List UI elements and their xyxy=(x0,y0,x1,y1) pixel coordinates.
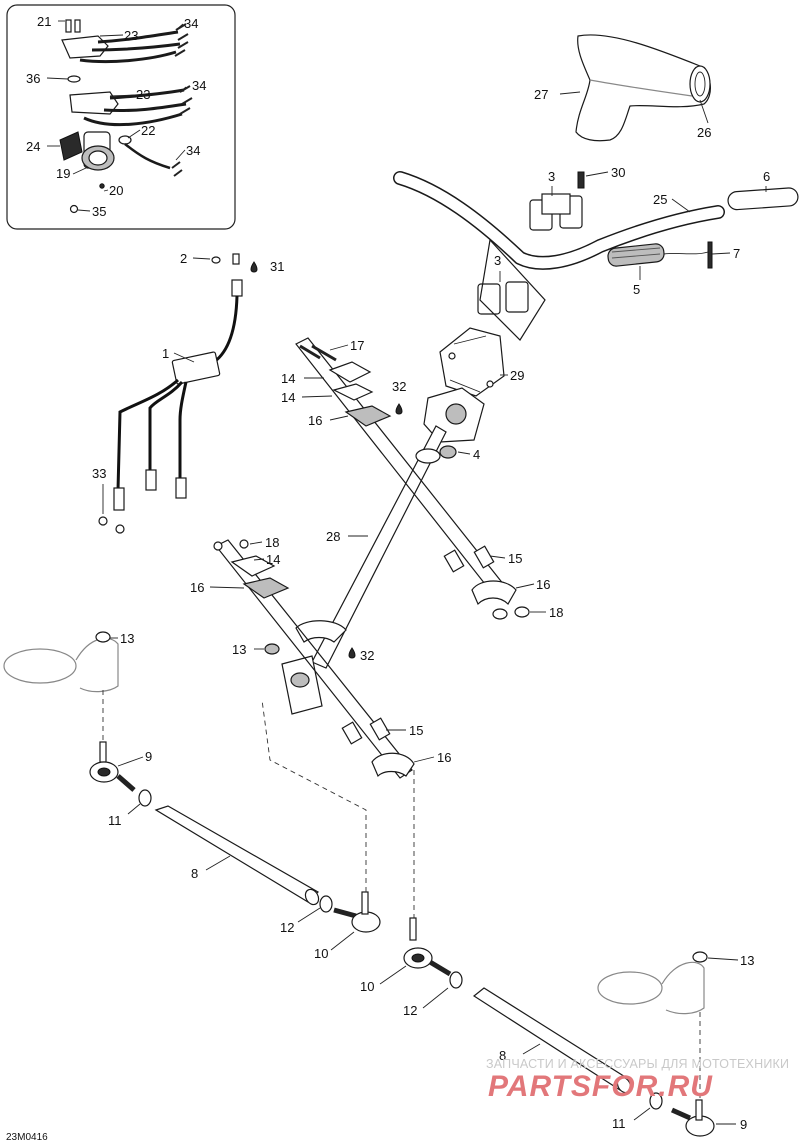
lower-rail-group: 18 14 16 15 16 xyxy=(190,535,451,779)
callout-27: 27 xyxy=(534,87,548,102)
callout-10: 10 xyxy=(314,946,328,961)
callout-25: 25 xyxy=(653,192,667,207)
callout-11: 11 xyxy=(108,813,122,828)
callout-16: 16 xyxy=(536,577,550,592)
callout-8: 8 xyxy=(499,1048,506,1063)
callout-11: 11 xyxy=(612,1116,626,1131)
callout-19: 19 xyxy=(56,166,70,181)
callout-23: 23 xyxy=(136,87,150,102)
callout-12: 12 xyxy=(280,920,294,935)
callout-13: 13 xyxy=(740,953,754,968)
callout-9: 9 xyxy=(740,1117,747,1132)
callout-9: 9 xyxy=(145,749,152,764)
callout-4: 4 xyxy=(473,447,480,462)
callout-8: 8 xyxy=(191,866,198,881)
left-tie-rod-group: 13 9 11 8 12 10 xyxy=(3,631,381,961)
callout-17: 17 xyxy=(350,338,364,353)
callout-13: 13 xyxy=(232,642,246,657)
callout-34: 34 xyxy=(186,143,200,158)
callout-12: 12 xyxy=(403,1003,417,1018)
callout-34: 34 xyxy=(184,16,198,31)
watermark-brand: PARTSFOR.RU xyxy=(488,1070,713,1103)
callout-3: 3 xyxy=(548,169,555,184)
callout-18: 18 xyxy=(549,605,563,620)
callout-2: 2 xyxy=(180,251,187,266)
callout-16: 16 xyxy=(308,413,322,428)
callout-35: 35 xyxy=(92,204,106,219)
callout-26: 26 xyxy=(697,125,711,140)
diagram-code: 23M0416 xyxy=(6,1132,48,1143)
callout-28: 28 xyxy=(326,529,340,544)
callout-10: 10 xyxy=(360,979,374,994)
callout-34: 34 xyxy=(192,78,206,93)
callout-36: 36 xyxy=(26,71,40,86)
callout-31: 31 xyxy=(270,259,284,274)
callout-23: 23 xyxy=(124,28,138,43)
upper-rail-group: 17 14 14 16 15 16 18 xyxy=(281,337,563,620)
callout-18: 18 xyxy=(265,535,279,550)
cable-assembly-group: 2 31 1 33 xyxy=(92,251,284,534)
callout-1: 1 xyxy=(162,346,169,361)
callout-13: 13 xyxy=(120,631,134,646)
callout-33: 33 xyxy=(92,466,106,481)
column-nut-13: 13 xyxy=(232,642,280,657)
callout-6: 6 xyxy=(763,169,770,184)
handlebar-group: 3 30 6 25 3 7 5 xyxy=(393,165,799,341)
callout-32: 32 xyxy=(360,648,374,663)
callout-16: 16 xyxy=(437,750,451,765)
callout-14: 14 xyxy=(281,390,295,405)
callout-14: 14 xyxy=(281,371,295,386)
steering-column-group: 29 4 28 32 32 xyxy=(281,327,524,715)
callout-20: 20 xyxy=(109,183,123,198)
callout-24: 24 xyxy=(26,139,40,154)
right-tie-rod-group: 10 12 13 8 11 9 xyxy=(360,770,754,1137)
callout-14: 14 xyxy=(266,552,280,567)
inset-panel: 21 23 34 36 23 34 24 22 19 20 34 35 xyxy=(6,4,236,230)
callout-21: 21 xyxy=(37,14,51,29)
callout-15: 15 xyxy=(508,551,522,566)
callout-22: 22 xyxy=(141,123,155,138)
handlebar-pad-group: 27 26 xyxy=(534,34,711,142)
callout-29: 29 xyxy=(510,368,524,383)
callout-16: 16 xyxy=(190,580,204,595)
callout-32: 32 xyxy=(392,379,406,394)
callout-15: 15 xyxy=(409,723,423,738)
callout-3: 3 xyxy=(494,253,501,268)
watermark-tagline: ЗАПЧАСТИ И АКСЕССУАРЫ ДЛЯ МОТОТЕХНИКИ xyxy=(486,1057,789,1071)
callout-7: 7 xyxy=(733,246,740,261)
callout-5: 5 xyxy=(633,282,640,297)
callout-30: 30 xyxy=(611,165,625,180)
